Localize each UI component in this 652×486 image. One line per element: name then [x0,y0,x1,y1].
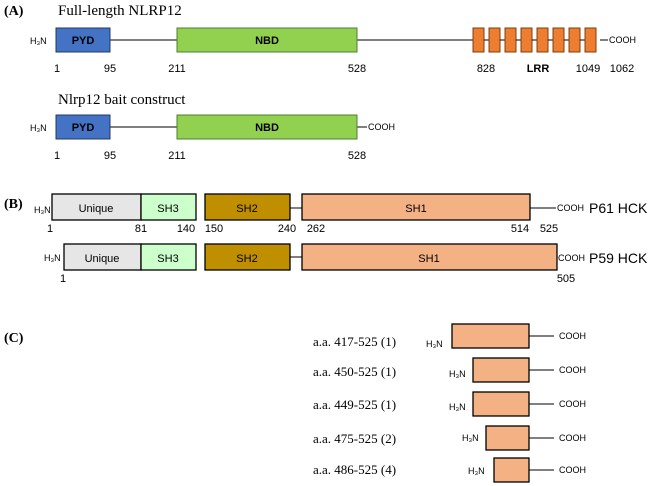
panel-b-label: (B) [4,197,23,212]
position-number: 1 [47,223,53,235]
lrr-repeat [520,27,533,53]
sh2-domain [204,243,291,271]
position-number: 150 [205,223,223,235]
sh1-fragment [493,457,530,483]
sh2-label: SH2 [236,253,257,265]
p59-cterm: COOH [558,253,585,263]
sh2-domain [204,193,291,221]
pyd-domain [55,114,111,140]
panel-c-label: (C) [4,331,24,346]
position-number: 1 [54,63,60,75]
position-number: 505 [557,273,575,285]
sh3-domain [140,193,197,221]
fragment-label: a.a. 450-525 (1) [313,364,396,379]
fragment-cterm: COOH [559,331,586,341]
sh3-label: SH3 [157,203,178,215]
sh1-label: SH1 [405,203,426,215]
fragment-cterm: COOH [559,399,586,409]
fragment-nterm: H₃N [462,433,479,443]
bait-cterm: COOH [368,122,395,132]
position-number: 1 [60,273,66,285]
sh1-label: SH1 [418,253,439,265]
pyd-domain [55,27,111,53]
p61-name: P61 HCK [589,200,648,216]
fragment-label: a.a. 486-525 (4) [313,462,396,477]
nbd-domain [176,27,358,53]
position-number: 95 [104,150,116,162]
nbd-label: NBD [255,35,279,47]
position-number: 211 [168,150,186,162]
unique-label: Unique [85,253,120,265]
lrr-repeat [552,27,565,53]
fragment-nterm: H₃N [449,402,466,412]
nbd-label: NBD [255,122,279,134]
sh3-domain [140,243,197,271]
sh1-domain [301,193,531,221]
p61-cterm: COOH [557,203,584,213]
p59-name: P59 HCK [589,250,648,266]
fragment-nterm: H₃N [449,369,466,379]
fragment-nterm: H₃N [468,466,485,476]
lrr-repeat [504,27,517,53]
pyd-label: PYD [72,122,95,134]
unique-domain [63,243,142,271]
sh1-fragment [472,357,530,383]
position-number: 140 [177,223,195,235]
lrr-repeat [488,27,501,53]
nbd-domain [176,114,358,140]
position-number: 525 [540,223,558,235]
position-number: 828 [477,63,495,75]
pyd-label: PYD [72,35,95,47]
fragment-cterm: COOH [559,465,586,475]
p61-nterm: H₃N [34,205,51,215]
position-number: 81 [135,223,147,235]
lrr-repeat [536,27,549,53]
bait-nterm: H₃N [30,123,47,133]
position-number: 95 [104,63,116,75]
sh3-label: SH3 [157,253,178,265]
panel-a-label: (A) [4,4,24,19]
fragment-cterm: COOH [559,365,586,375]
position-number: 262 [307,223,325,235]
lrr-repeat [584,27,597,53]
lrr-repeats [472,27,597,53]
fragment-label: a.a. 417-525 (1) [313,334,396,349]
lrr-label: LRR [527,63,550,75]
lrr-repeat [568,27,581,53]
lrr-repeat [472,27,485,53]
sh1-fragment [485,425,530,451]
nlrp12-nterm: H₃N [30,36,47,46]
fragment-label: a.a. 475-525 (2) [313,431,396,446]
position-number: 211 [168,63,186,75]
fragment-cterm: COOH [559,433,586,443]
position-number: 514 [511,223,529,235]
sh1-fragment [472,391,530,417]
sh2-label: SH2 [236,203,257,215]
position-number: 1049 [576,63,600,75]
p59-nterm: H₃N [44,253,61,263]
nlrp12-cterm: COOH [609,35,636,45]
position-number: 1062 [610,63,634,75]
fragment-nterm: H₃N [426,339,443,349]
unique-label: Unique [79,203,114,215]
sh1-fragment [451,323,530,349]
position-number: 1 [54,150,60,162]
sh1-domain [301,243,558,271]
position-number: 528 [348,150,366,162]
position-number: 240 [278,223,296,235]
fragment-label: a.a. 449-525 (1) [313,397,396,412]
nlrp12-full-title: Full-length NLRP12 [58,3,182,19]
bait-title: Nlrp12 bait construct [58,92,186,108]
position-number: 528 [348,63,366,75]
